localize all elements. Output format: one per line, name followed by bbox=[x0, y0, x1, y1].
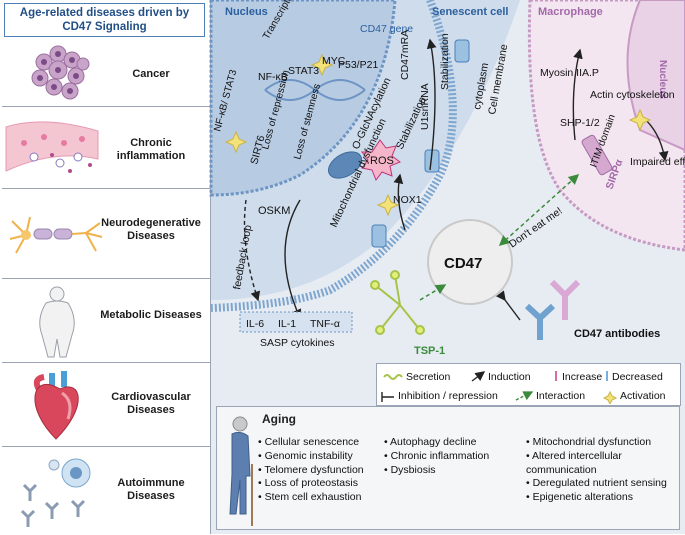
impaired-label: Impaired efferocytosis bbox=[630, 156, 685, 168]
macrophage-label: Macrophage bbox=[538, 6, 603, 18]
interaction-symbol bbox=[516, 392, 532, 400]
aging-item: Epigenetic alterations bbox=[526, 491, 676, 505]
shp-label: SHP-1/2 bbox=[560, 117, 600, 129]
stat3-label: STAT3 bbox=[288, 65, 319, 77]
sasp-cytokines-label: SASP cytokines bbox=[260, 337, 335, 349]
legend-inhibition: Inhibition / repression bbox=[398, 390, 498, 402]
sasp-il1: IL-1 bbox=[278, 318, 296, 330]
cd47-antibody-icon bbox=[527, 282, 578, 340]
legend-decreased: Decreased bbox=[612, 371, 663, 383]
cd47-antibodies-label: CD47 antibodies bbox=[574, 328, 660, 340]
sasp-il6: IL-6 bbox=[246, 318, 264, 330]
ros-label: ROS bbox=[370, 155, 394, 167]
nucleus-label: Nucleus bbox=[225, 6, 268, 18]
aging-column-1: Cellular senescence Genomic instability … bbox=[258, 436, 364, 505]
stabilization-1-label: Stabilization bbox=[439, 33, 451, 90]
senescent-cell-label: Senescent cell bbox=[432, 6, 508, 18]
cd47mrna-label: CD47mRA bbox=[399, 30, 411, 80]
myosin-label: Myosin IIA.P bbox=[540, 67, 599, 79]
legend-secretion: Secretion bbox=[406, 371, 450, 383]
cd47-label: CD47 bbox=[444, 255, 482, 272]
aging-item: Dysbiosis bbox=[384, 464, 489, 478]
aging-item: Cellular senescence bbox=[258, 436, 364, 450]
legend-interaction: Interaction bbox=[536, 390, 585, 402]
elderly-person-icon bbox=[222, 414, 258, 530]
sasp-tnf: TNF-α bbox=[310, 318, 340, 330]
oskm-label: OSKM bbox=[258, 205, 290, 217]
secretion-symbol bbox=[384, 375, 402, 379]
tsp1-molecule bbox=[371, 271, 424, 334]
aging-item: Loss of proteostasis bbox=[258, 477, 364, 491]
tsp1-label: TSP-1 bbox=[414, 345, 445, 357]
aging-item: Autophagy decline bbox=[384, 436, 489, 450]
aging-item: Genomic instability bbox=[258, 450, 364, 464]
legend-increase: Increase bbox=[562, 371, 602, 383]
nox1-label: NOX1 bbox=[393, 194, 422, 206]
p53-p21-label: P53/P21 bbox=[338, 59, 378, 71]
aging-title: Aging bbox=[262, 412, 296, 426]
aging-column-2: Autophagy decline Chronic inflammation D… bbox=[384, 436, 489, 477]
induction-arrow bbox=[472, 372, 484, 381]
actin-label: Actin cytoskeleton bbox=[590, 89, 675, 101]
activation-symbol bbox=[604, 392, 616, 404]
aging-item: Deregulated nutrient sensing bbox=[526, 477, 676, 491]
aging-item: Stem cell exhaustion bbox=[258, 491, 364, 505]
aging-column-3: Mitochondrial dysfunction Altered interc… bbox=[526, 436, 676, 505]
legend-induction: Induction bbox=[488, 371, 531, 383]
dont-eat-me-label: Don't eat me! bbox=[507, 205, 565, 250]
aging-item: Chronic inflammation bbox=[384, 450, 489, 464]
inhibition-symbol bbox=[382, 392, 394, 402]
aging-item: Altered intercellular communication bbox=[526, 450, 676, 478]
aging-item: Mitochondrial dysfunction bbox=[526, 436, 676, 450]
aging-item: Telomere dysfunction bbox=[258, 464, 364, 478]
legend-activation: Activation bbox=[620, 390, 666, 402]
